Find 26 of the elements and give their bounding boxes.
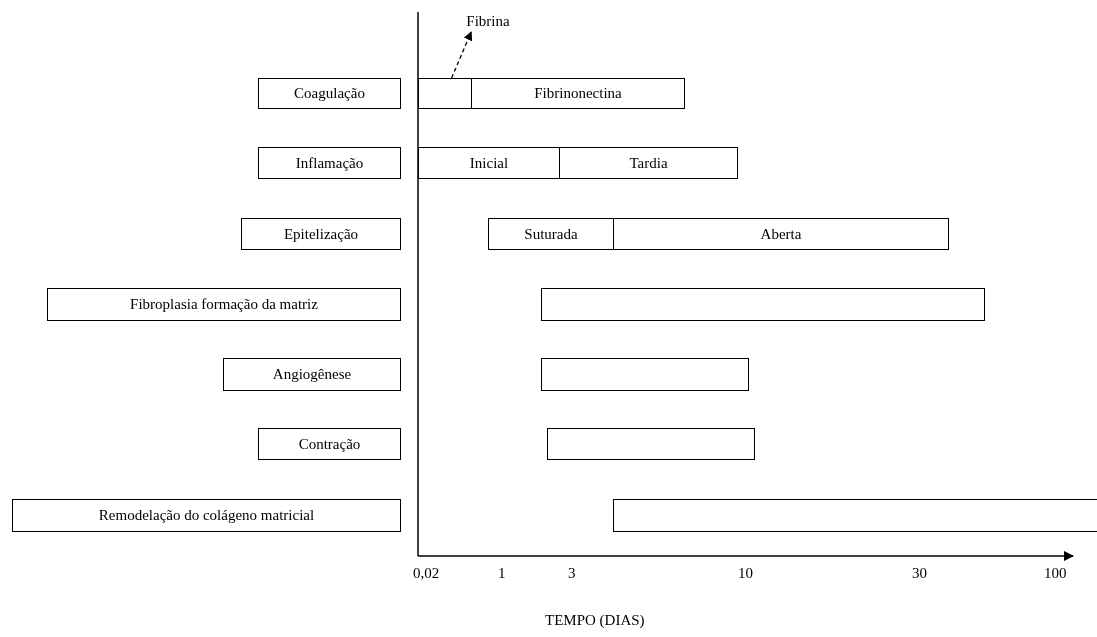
timeline-bar: Tardia [559, 147, 738, 179]
phase-label-box: Angiogênese [223, 358, 401, 391]
phase-label-box: Inflamação [258, 147, 401, 179]
annotation-text: Fibrina [460, 10, 516, 32]
phase-label-box: Epitelização [241, 218, 401, 250]
timeline-bar [541, 288, 985, 321]
tick-label: 0,02 [413, 565, 440, 582]
timeline-bar: Fibrinonectina [471, 78, 685, 109]
tick-label: 100 [1044, 565, 1067, 582]
tick-label: 30 [912, 565, 927, 582]
timeline-bar: Aberta [613, 218, 949, 250]
phase-label-box: Contração [258, 428, 401, 460]
timeline-bar [418, 78, 472, 109]
timeline-bar [613, 499, 1097, 532]
tick-label: 10 [738, 565, 753, 582]
timeline-bar [547, 428, 755, 460]
phase-label-box: Fibroplasia formação da matriz [47, 288, 401, 321]
tick-label: 1 [498, 565, 506, 582]
timeline-bar: Suturada [488, 218, 614, 250]
phase-label-box: Remodelação do colágeno matricial [12, 499, 401, 532]
timeline-bar [541, 358, 749, 391]
leader-arrow [450, 31, 473, 79]
tick-label: 3 [568, 565, 576, 582]
phase-label-box: Coagulação [258, 78, 401, 109]
timeline-bar: Inicial [418, 147, 560, 179]
axis-title: TEMPO (DIAS) [545, 612, 645, 629]
